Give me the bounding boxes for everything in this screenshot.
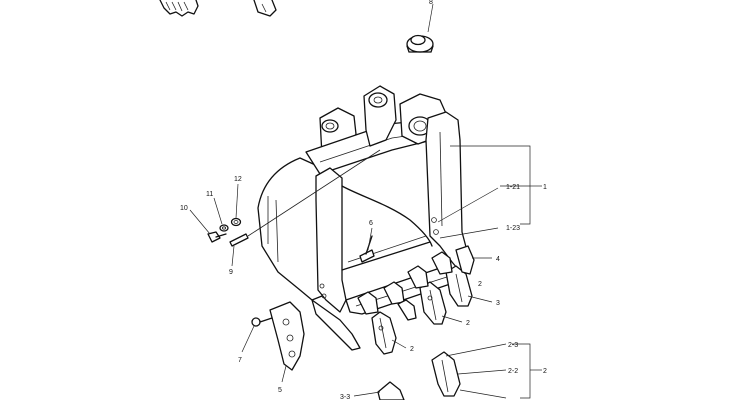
tooth-1 — [371, 311, 397, 355]
bushing-part-8 — [406, 3, 434, 53]
label-2-2: 2-2 — [508, 368, 518, 375]
bolt-part-6 — [359, 235, 375, 263]
part-labels: 1 1-21 1-23 4 3 2 2 2 6 8 10 11 12 9 7 5… — [180, 0, 547, 400]
label-2-3: 2-3 — [508, 342, 518, 349]
label-3-3: 3-3 — [340, 394, 350, 400]
side-cutter-part-4 — [455, 245, 475, 275]
washer-part-12 — [230, 217, 242, 227]
label-2-d: 2 — [543, 368, 547, 375]
label-5: 5 — [278, 387, 282, 394]
label-6: 6 — [369, 220, 373, 227]
label-10: 10 — [180, 205, 188, 212]
label-7: 7 — [238, 357, 242, 364]
side-cutter-part-5 — [269, 301, 305, 371]
bucket-assembly-part-1 — [257, 85, 471, 351]
cropped-part-top-left — [159, 0, 199, 17]
tooth-3 — [445, 265, 473, 307]
label-1-21: 1-21 — [506, 184, 520, 191]
label-3: 3 — [496, 300, 500, 307]
cropped-part-top-center — [253, 0, 277, 17]
tooth-detail-2-2 — [431, 351, 461, 397]
label-11: 11 — [206, 191, 213, 198]
washer-part-11 — [219, 224, 229, 232]
bolt-part-10 — [207, 231, 227, 243]
label-2-b: 2 — [410, 346, 414, 353]
label-2-a: 2 — [466, 320, 470, 327]
bolt-part-7 — [251, 317, 273, 327]
label-2-c: 2 — [478, 281, 482, 288]
label-4: 4 — [496, 256, 500, 263]
label-9: 9 — [229, 269, 233, 276]
label-8: 8 — [429, 0, 433, 6]
tooth-detail-3-3 — [377, 381, 405, 400]
leader-lines — [189, 145, 542, 399]
label-1: 1 — [543, 184, 547, 191]
pin-part-9 — [229, 149, 381, 247]
tooth-adapter-row — [357, 251, 453, 321]
label-12: 12 — [234, 176, 242, 183]
label-1-23: 1-23 — [506, 225, 520, 232]
tooth-2 — [419, 281, 447, 325]
